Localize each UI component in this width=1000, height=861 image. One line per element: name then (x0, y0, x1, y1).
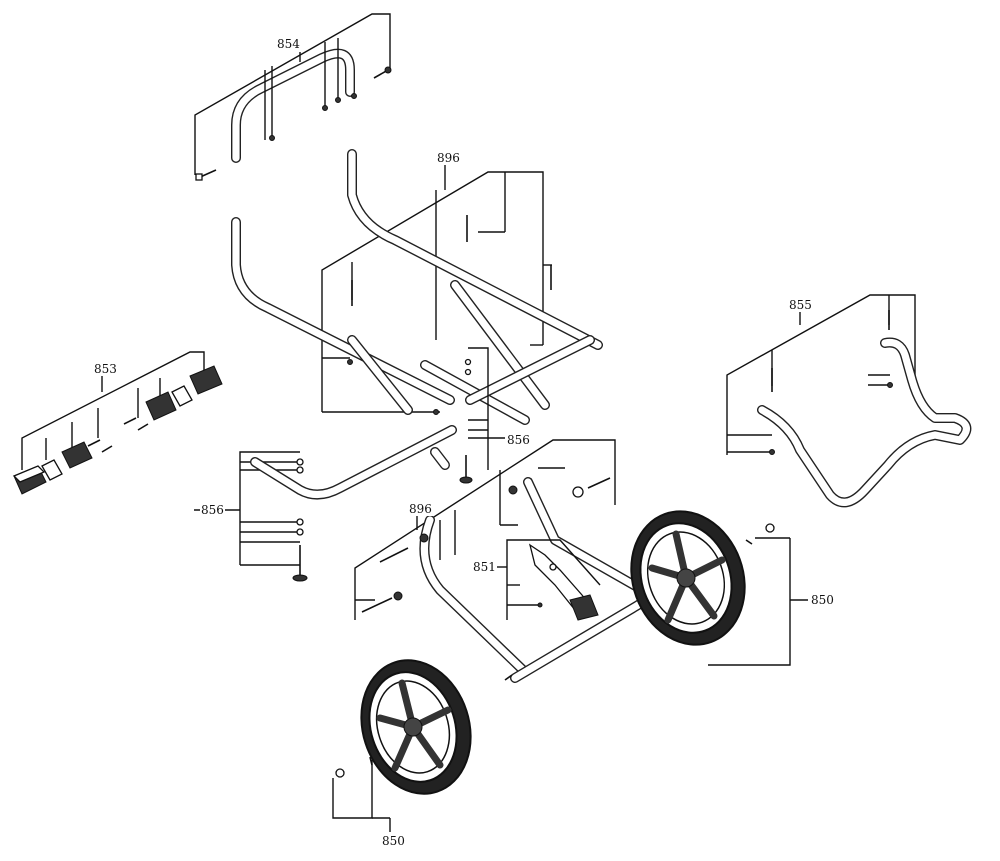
part-label-856-left: 856 (200, 503, 225, 517)
part-label-855: 855 (788, 298, 813, 312)
part-label-854: 854 (276, 37, 301, 51)
part-label-853: 853 (93, 362, 118, 376)
assembly-851 (495, 539, 601, 621)
part-label-850-right: 850 (810, 593, 835, 607)
leaders-850 (332, 523, 808, 832)
wheel-right (630, 510, 746, 646)
part-label-850-bottom: 850 (381, 834, 406, 848)
part-label-856-right: 856 (506, 433, 531, 447)
part-label-851: 851 (472, 560, 497, 574)
part-label-896-mid: 896 (408, 502, 433, 516)
assembly-853-feet (12, 351, 223, 495)
assembly-896-frame (231, 149, 603, 425)
assembly-855 (726, 294, 972, 508)
wheel-bottom (360, 659, 472, 795)
assembly-854 (194, 13, 392, 181)
part-label-896-top: 896 (436, 151, 461, 165)
assembly-856-hardware (194, 347, 505, 582)
